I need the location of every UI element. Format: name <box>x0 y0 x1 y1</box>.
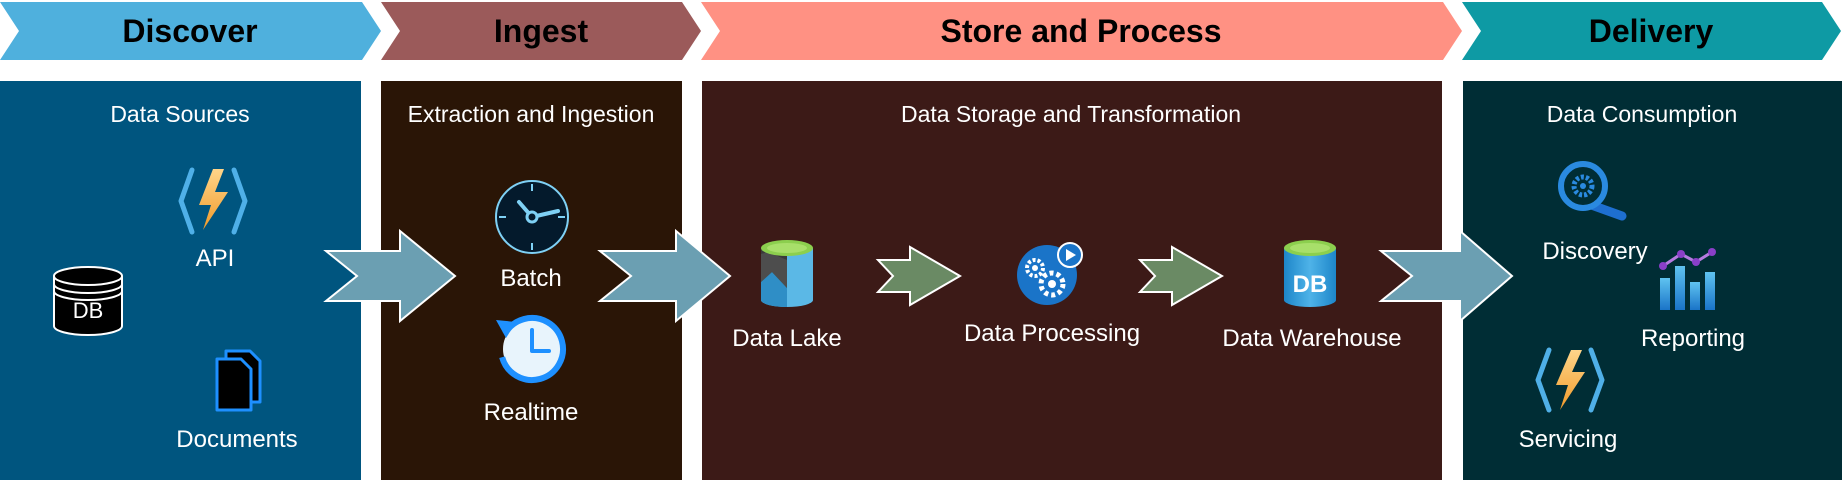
data-warehouse-icon: DB <box>1284 240 1336 307</box>
reporting-chart-icon <box>1659 248 1716 310</box>
panel-title-storage: Data Storage and Transformation <box>901 101 1241 127</box>
ingest-banner-shape <box>381 2 701 60</box>
discovery-label: Discovery <box>1542 238 1647 265</box>
flow-arrow-sources-to-ingest <box>323 228 457 324</box>
phase-label-ingest: Ingest <box>494 13 589 49</box>
delivery-banner-shape <box>1462 2 1841 60</box>
phase-banner-ingest: Ingest <box>381 2 701 60</box>
discovery-magnifier-icon <box>1558 161 1627 221</box>
servicing-function-icon <box>1535 347 1605 413</box>
phase-label-discover: Discover <box>122 13 257 49</box>
phase-label-delivery: Delivery <box>1589 13 1714 49</box>
flow-arrow-ingest-to-storage <box>597 228 732 324</box>
data-warehouse-label: Data Warehouse <box>1222 325 1401 352</box>
phase-label-store: Store and Process <box>941 13 1222 49</box>
clock-icon <box>495 180 569 254</box>
flow-arrow-processing-to-warehouse <box>1137 245 1224 307</box>
data-warehouse-icon-label: DB <box>1293 271 1328 298</box>
discover-banner-shape <box>0 2 381 60</box>
flow-arrow-lake-to-processing <box>875 245 962 307</box>
database-icon-label: DB <box>73 298 104 323</box>
store-banner-shape <box>701 2 1462 60</box>
panel-title-extraction: Extraction and Ingestion <box>408 101 655 127</box>
data-lake-icon <box>761 240 813 307</box>
documents-label: Documents <box>176 426 297 453</box>
realtime-history-icon <box>496 315 566 383</box>
flow-arrow-storage-to-delivery <box>1378 228 1514 324</box>
realtime-label: Realtime <box>484 399 579 426</box>
servicing-label: Servicing <box>1519 426 1618 453</box>
database-icon: DB <box>53 266 123 336</box>
phase-banner-store: Store and Process <box>701 2 1462 60</box>
documents-icon <box>215 349 262 412</box>
panel-consumption <box>1463 81 1842 480</box>
data-processing-label: Data Processing <box>964 320 1140 347</box>
reporting-label: Reporting <box>1641 325 1745 352</box>
batch-label: Batch <box>500 265 561 292</box>
phase-banner-discover: Discover <box>0 2 381 60</box>
data-processing-gears-icon <box>1017 242 1083 305</box>
data-lake-label: Data Lake <box>732 325 841 352</box>
phase-banner-delivery: Delivery <box>1462 2 1841 60</box>
api-label: API <box>196 245 235 272</box>
panel-title-sources: Data Sources <box>110 101 249 127</box>
api-function-icon <box>178 167 248 235</box>
panel-title-consumption: Data Consumption <box>1547 101 1738 127</box>
